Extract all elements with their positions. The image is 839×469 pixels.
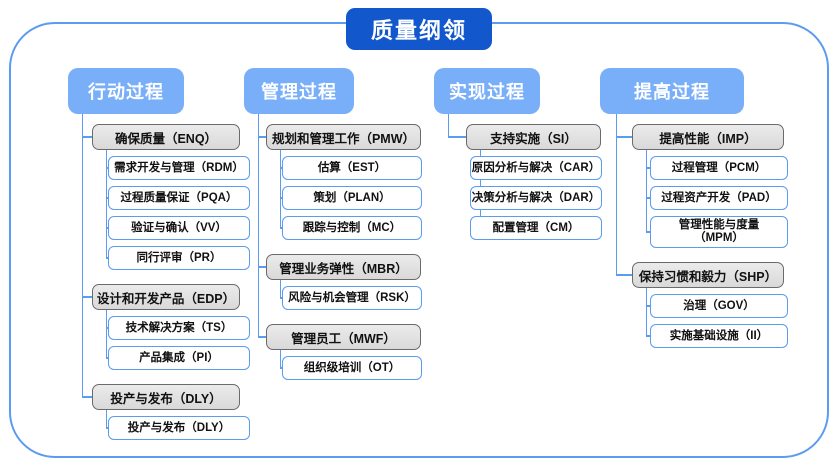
connector-h [448, 136, 466, 138]
column-header-2[interactable]: 管理过程 [244, 68, 354, 114]
connector-v [280, 280, 282, 298]
column-header-4[interactable]: 提高过程 [600, 68, 744, 114]
connector-v [106, 310, 108, 358]
leaf-box-c2-g1-l2[interactable]: 策划（PLAN） [282, 186, 422, 210]
column-header-3[interactable]: 实现过程 [434, 68, 540, 114]
leaf-box-c4-g1-l1[interactable]: 过程管理（PCM） [650, 156, 788, 180]
group-box-c4-g2[interactable]: 保持习惯和毅力（SHP） [632, 262, 784, 288]
leaf-box-c3-g1-l3[interactable]: 配置管理（CM） [470, 216, 602, 240]
leaf-box-c1-g1-l1[interactable]: 需求开发与管理（RDM） [108, 156, 250, 180]
root-title: 质量纲领 [346, 8, 492, 50]
group-box-c1-g2[interactable]: 设计和开发产品（EDP） [92, 284, 240, 310]
connector-h [82, 136, 92, 138]
group-box-c3-g1[interactable]: 支持实施（SI） [466, 124, 601, 150]
leaf-box-c3-g1-l2[interactable]: 决策分析与解决（DAR） [470, 186, 602, 210]
group-box-c2-g3[interactable]: 管理员工（MWF） [266, 324, 421, 350]
leaf-box-c4-g1-l3[interactable]: 管理性能与度量（MPM） [650, 216, 788, 248]
connector-v [280, 350, 282, 368]
group-box-c2-g1[interactable]: 规划和管理工作（PMW） [266, 124, 421, 150]
group-box-c4-g1[interactable]: 提高性能（IMP） [632, 124, 784, 150]
group-box-c2-g2[interactable]: 管理业务弹性（MBR） [266, 254, 421, 280]
leaf-box-c4-g2-l1[interactable]: 治理（GOV） [650, 294, 788, 318]
connector-h [258, 336, 266, 338]
group-box-c1-g1[interactable]: 确保质量（ENQ） [92, 124, 240, 150]
column-spine-1 [82, 114, 84, 397]
connector-h [646, 231, 650, 233]
connector-h [646, 167, 650, 169]
connector-v [646, 150, 648, 232]
leaf-box-c2-g1-l3[interactable]: 跟踪与控制（MC） [282, 216, 422, 240]
connector-h [646, 197, 650, 199]
column-header-1[interactable]: 行动过程 [68, 68, 184, 114]
connector-h [258, 266, 266, 268]
leaf-box-c2-g3-l1[interactable]: 组织级培训（OT） [282, 356, 422, 380]
connector-h [616, 274, 632, 276]
leaf-box-c3-g1-l1[interactable]: 原因分析与解决（CAR） [470, 156, 602, 180]
connector-h [646, 335, 650, 337]
connector-h [616, 136, 632, 138]
leaf-box-c4-g1-l2[interactable]: 过程资产开发（PAD） [650, 186, 788, 210]
connector-v [106, 150, 108, 258]
connector-h [258, 136, 266, 138]
leaf-box-c1-g1-l3[interactable]: 验证与确认（VV） [108, 216, 250, 240]
connector-v [646, 288, 648, 336]
leaf-box-c1-g1-l4[interactable]: 同行评审（PR） [108, 246, 250, 270]
column-spine-2 [258, 114, 260, 337]
connector-h [82, 296, 92, 298]
group-box-c1-g3[interactable]: 投产与发布（DLY） [92, 384, 240, 410]
connector-v [280, 150, 282, 228]
leaf-box-c2-g2-l1[interactable]: 风险与机会管理（RSK） [282, 286, 422, 310]
leaf-box-c1-g1-l2[interactable]: 过程质量保证（PQA） [108, 186, 250, 210]
leaf-box-c1-g2-l2[interactable]: 产品集成（PI） [108, 346, 250, 370]
connector-h [82, 396, 92, 398]
leaf-box-c1-g3-l1[interactable]: 投产与发布（DLY） [108, 416, 250, 440]
connector-h [646, 305, 650, 307]
column-spine-4 [616, 114, 618, 275]
leaf-box-c1-g2-l1[interactable]: 技术解决方案（TS） [108, 316, 250, 340]
column-spine-3 [448, 114, 450, 137]
connector-v [106, 410, 108, 428]
leaf-box-c4-g2-l2[interactable]: 实施基础设施（II） [650, 324, 788, 348]
leaf-box-c2-g1-l1[interactable]: 估算（EST） [282, 156, 422, 180]
